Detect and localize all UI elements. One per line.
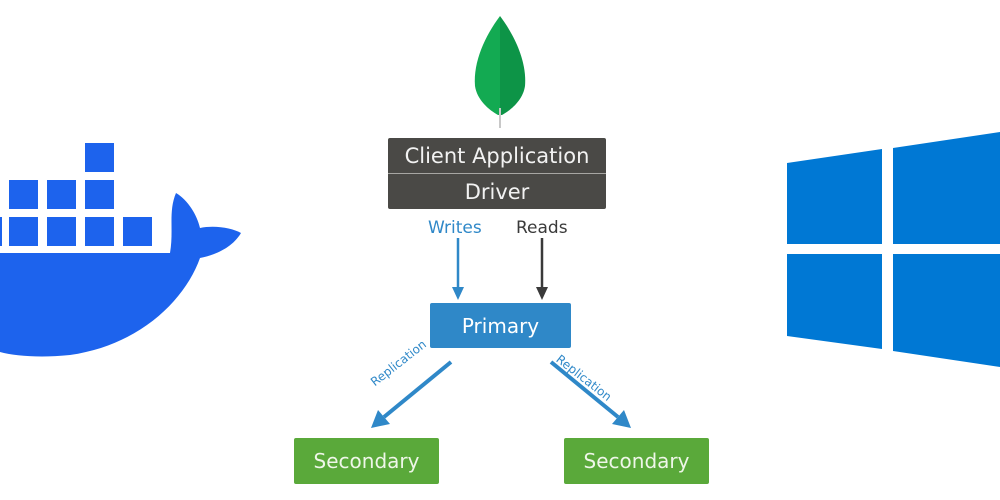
docker-container [85, 143, 114, 172]
docker-container [47, 180, 76, 209]
driver-label: Driver [464, 179, 530, 204]
client-application-label: Client Application [404, 143, 590, 168]
secondary-node-left: Secondary [294, 438, 439, 484]
client-application-box: Client Application Driver [388, 138, 606, 209]
windows-logo [787, 132, 1000, 367]
writes-arrow [452, 238, 464, 300]
docker-container [9, 180, 38, 209]
docker-container [123, 217, 152, 246]
client-box-divider [388, 173, 606, 174]
docker-container [0, 217, 2, 246]
replication-right-arrow [549, 360, 631, 428]
reads-label: Reads [516, 218, 568, 238]
docker-container [47, 217, 76, 246]
writes-label: Writes [428, 218, 482, 238]
reads-arrow [536, 238, 548, 300]
mongodb-leaf-logo [474, 16, 526, 128]
docker-logo [0, 143, 241, 357]
replication-left-arrow [371, 360, 453, 428]
secondary-node-right: Secondary [564, 438, 709, 484]
docker-container [9, 217, 38, 246]
docker-container [85, 217, 114, 246]
docker-whale-body [0, 193, 241, 357]
docker-container [85, 180, 114, 209]
primary-node: Primary [430, 303, 571, 348]
